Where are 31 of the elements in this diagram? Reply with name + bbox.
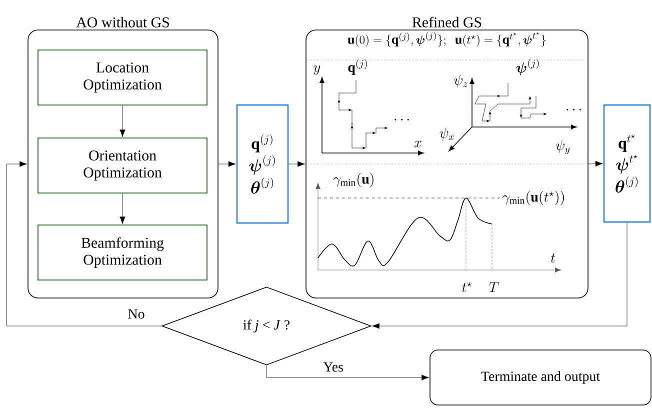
edge-label: No xyxy=(126,308,146,320)
axis-label: $\mathbf{q}^{(j)}$ xyxy=(348,59,367,75)
axis-label: $y$ xyxy=(314,65,320,75)
node-label: AO without GS xyxy=(76,16,169,28)
arrow xyxy=(120,193,126,224)
variable-box: $\mathbf{q}^{(j)}$ $\boldsymbol{\psi}^{(j)}$ $\boldsymbol{\theta}^{(j)}$ xyxy=(236,104,289,224)
axis-label: $\gamma_{\min}(\mathbf{u})$ xyxy=(333,172,374,188)
axis-label: $t$ xyxy=(550,253,556,263)
axis-label: $\gamma_{\min}(\mathbf{u}(t^\star))$ xyxy=(502,190,564,206)
process-box: Location Optimization xyxy=(38,50,208,106)
axis-label: $\psi_z$ xyxy=(454,74,468,88)
node-label: Refined GS xyxy=(412,16,482,28)
variable-box: $\mathbf{q}^{t^\star}$ $\boldsymbol{\psi}^{t^\star}$ $\boldsymbol{\theta}^{(j)}$ xyxy=(603,104,651,223)
arrow xyxy=(288,161,305,167)
arrow xyxy=(218,161,236,167)
process-box: Beamforming Optimization xyxy=(38,224,208,280)
axis-label: $t^\star$ xyxy=(462,282,472,292)
terminal-box: Terminate and output xyxy=(430,350,652,406)
arrow xyxy=(120,105,126,137)
axis-label: $\boldsymbol{\psi}^{(j)}$ xyxy=(516,58,539,76)
arrow xyxy=(266,365,429,380)
axis-label: $\psi_x$ xyxy=(440,128,454,141)
arrow xyxy=(372,222,628,329)
arrow xyxy=(588,160,603,167)
axis-label: $\cdots$ xyxy=(394,118,409,120)
axis-label: $x$ xyxy=(414,140,422,148)
axis-label: $\cdots$ xyxy=(566,108,581,110)
axis-label: $T$ xyxy=(489,282,499,292)
arrow xyxy=(6,161,162,326)
axis-label: $\psi_y$ xyxy=(556,140,570,154)
process-box: Orientation Optimization xyxy=(38,138,208,194)
